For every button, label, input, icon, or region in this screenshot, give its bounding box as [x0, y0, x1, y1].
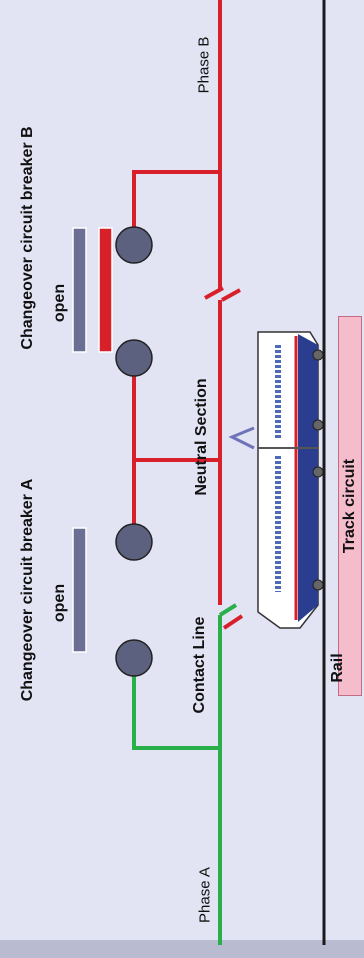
train-wheel: [312, 466, 324, 478]
train-wheel: [312, 419, 324, 431]
train-lower-stripe: [298, 334, 318, 622]
phase-b-tick: [221, 288, 241, 302]
phase-a-label: Phase A: [196, 867, 214, 923]
breaker-b-open-label: open: [51, 283, 68, 323]
rail-label: Rail: [329, 653, 346, 683]
breaker-a-open-label: open: [51, 583, 68, 623]
train-wheel: [312, 349, 324, 361]
contact-line-break-a: [218, 603, 238, 617]
breaker-b-terminal-neutral: [115, 339, 153, 377]
breaker-a-open-bar: [72, 527, 87, 653]
phase-b-label: Phase B: [195, 36, 213, 94]
breaker-b-label: Changeover circuit breaker B: [19, 126, 36, 350]
breaker-a-label: Changeover circuit breaker A: [19, 478, 36, 702]
pantograph: [228, 426, 255, 450]
train-wheel: [312, 579, 324, 591]
breaker-a-terminal-phase-a: [115, 639, 153, 677]
phase-a-breaker-branch: [132, 660, 220, 750]
track-circuit-box: [338, 316, 362, 696]
breaker-b-open-bar: [72, 227, 87, 353]
neutral-section-tick-low: [222, 614, 244, 630]
phase-b-breaker-branch: [132, 170, 220, 232]
neutral-section-label: Neutral Section: [193, 378, 210, 496]
breaker-b-terminal-phase-b: [115, 226, 153, 264]
bottom-strip: [0, 940, 364, 958]
train: [257, 331, 324, 629]
breaker-b-closed-bar: [98, 227, 113, 353]
breaker-a-terminal-neutral: [115, 523, 153, 561]
contact-line-label: Contact Line: [191, 616, 208, 714]
track-circuit-label: Track circuit: [341, 458, 358, 554]
